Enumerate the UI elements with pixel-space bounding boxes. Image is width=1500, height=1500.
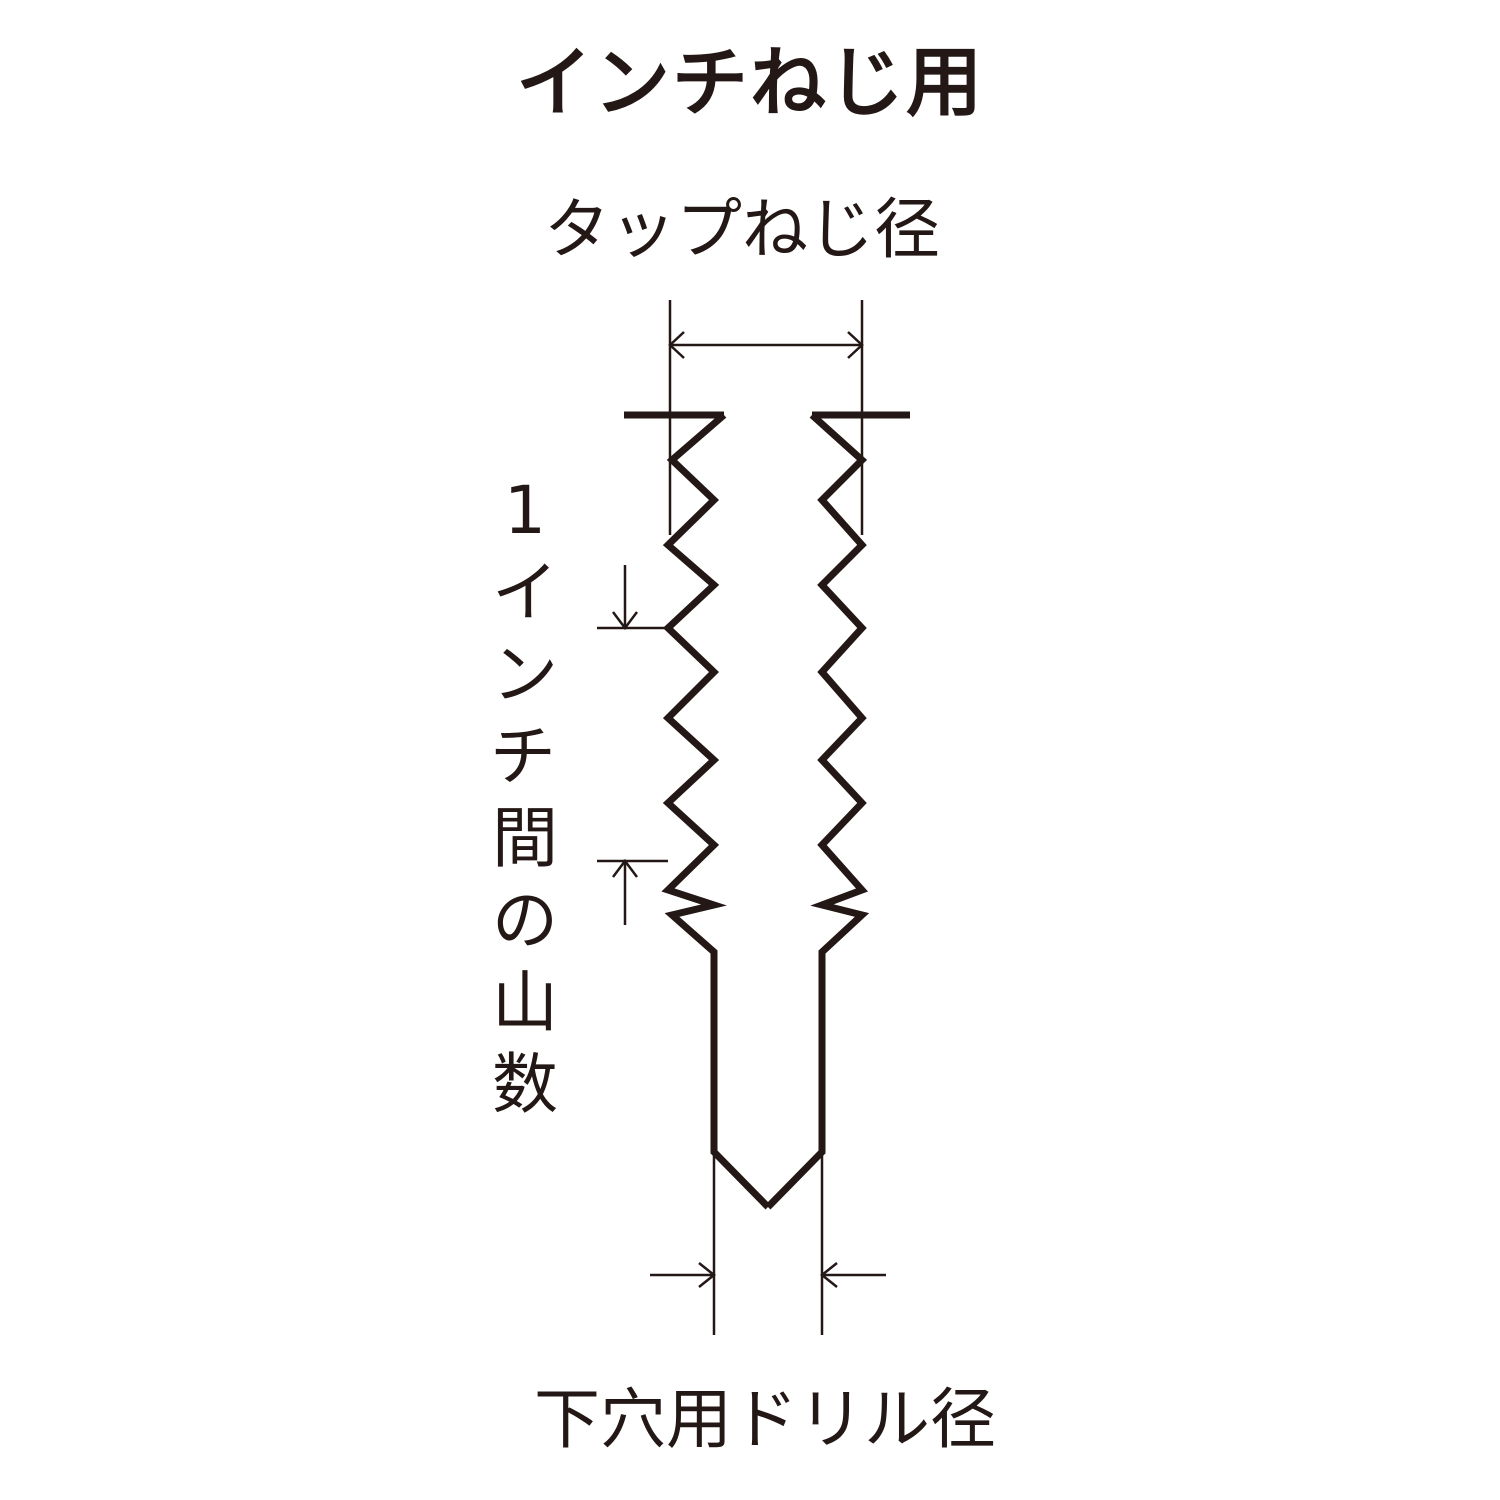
tap-thread-diameter-label: タップねじ径 [544,191,940,268]
tap-outline [624,411,910,1210]
threads-per-inch-char: 1 [504,472,546,549]
pilot-drill-dimension [650,1152,886,1335]
arrowhead-left [668,331,685,359]
right-thread-profile [765,412,870,1210]
threads-per-inch-char: チ [490,718,556,795]
diagram-title: インチねじ用 [516,38,984,127]
pitch-arrowhead-bottom [612,858,638,878]
drill-arrowhead-left [698,1262,717,1288]
pilot-drill-diameter-label: 下穴用ドリル径 [534,1381,996,1458]
threads-per-inch-char: イ [492,554,558,631]
tap-diameter-dimension [668,300,864,535]
threads-per-inch-char: 間 [492,800,558,877]
threads-per-inch-char: の [492,882,558,959]
threads-per-inch-char: 山 [492,964,558,1041]
drill-arrowhead-right [819,1262,838,1288]
pitch-arrowhead-top [612,611,638,631]
threads-per-inch-dimension [597,565,668,925]
arrowhead-right [847,331,864,359]
threads-per-inch-label: 1 イ ン チ 間 の 山 数 [480,470,570,1126]
threads-per-inch-char: 数 [492,1046,558,1123]
threads-per-inch-char: ン [492,636,558,713]
left-thread-profile [661,412,771,1210]
